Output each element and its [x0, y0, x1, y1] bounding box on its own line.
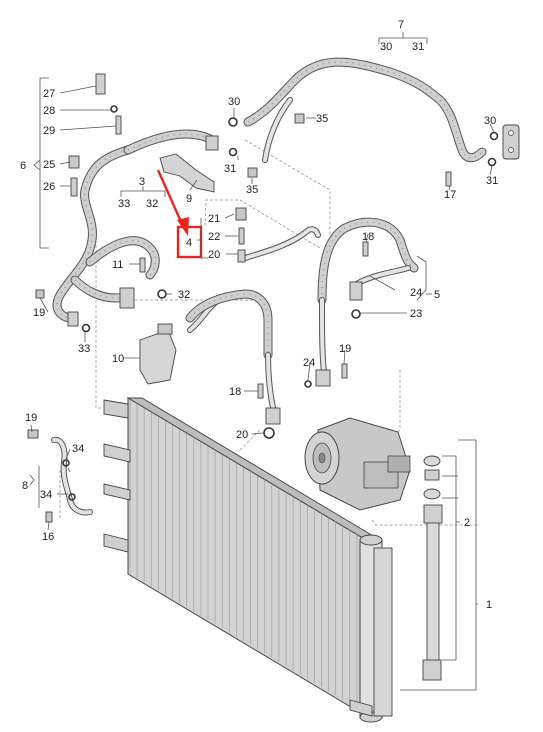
callout-27: 27	[43, 88, 55, 100]
callout-4: 4	[186, 237, 192, 249]
callout-23: 23	[410, 308, 422, 320]
callout-8: 8	[22, 480, 28, 492]
o-ring-34b	[68, 493, 76, 501]
cap-21	[235, 207, 247, 221]
callout-11: 11	[112, 259, 123, 271]
bolt-19b	[341, 363, 348, 379]
o-ring-32	[157, 289, 167, 299]
nut-35a	[294, 113, 305, 124]
callout-2: 2	[464, 517, 470, 529]
hose-texture	[127, 133, 213, 151]
o-ring-30b	[489, 131, 499, 141]
callout-35b: 35	[246, 184, 258, 196]
cap-25	[68, 155, 80, 169]
o-ring-20b	[263, 427, 275, 439]
callout-32b: 32	[178, 289, 190, 301]
callout-19a: 19	[33, 307, 45, 319]
bolt-17	[445, 171, 452, 187]
valve-core-29	[115, 115, 122, 135]
callout-19b: 19	[339, 343, 351, 355]
callout-30a: 30	[380, 41, 392, 53]
o-ring-31b	[487, 157, 497, 167]
o-ring-34a	[62, 459, 70, 467]
bolt-18b	[257, 383, 264, 399]
receiver-dryer-icon	[422, 455, 443, 681]
callout-labels: 7 30 31 27 28 29 6 25 26 30 35 31 35 30 …	[20, 19, 498, 611]
fitting-33	[67, 311, 79, 327]
callout-5: 5	[434, 289, 440, 301]
callout-28: 28	[43, 105, 55, 117]
o-ring-31a	[228, 147, 238, 157]
o-ring-23	[351, 309, 361, 319]
bracket-30	[502, 124, 520, 160]
callout-16: 16	[42, 531, 54, 543]
bolt-19c	[27, 429, 39, 439]
callout-32a: 32	[146, 198, 158, 210]
callout-10: 10	[112, 353, 124, 365]
callout-31a: 31	[412, 41, 424, 53]
callout-22: 22	[208, 231, 220, 243]
callout-21: 21	[208, 213, 220, 225]
callout-33b: 33	[78, 343, 90, 355]
callout-29: 29	[43, 125, 55, 137]
fitting-24b	[315, 369, 331, 387]
nut-35b	[247, 167, 258, 178]
o-ring-30a	[228, 117, 238, 127]
callout-18b: 18	[229, 386, 241, 398]
callout-34a: 34	[72, 443, 84, 455]
bracket-10b	[157, 323, 173, 335]
callout-20b: 20	[236, 429, 248, 441]
o-ring-24b	[304, 380, 312, 388]
refrigerant-lines	[51, 57, 487, 516]
callout-24a: 24	[410, 287, 422, 299]
bolt-19a	[35, 289, 45, 299]
valve-26	[70, 177, 78, 197]
condenser-icon	[103, 397, 393, 723]
small-parts	[27, 73, 520, 523]
o-ring-28	[110, 105, 118, 113]
callout-31c: 31	[486, 175, 498, 187]
fitting-32	[119, 287, 135, 309]
bolt-18a	[362, 241, 369, 257]
callout-24b: 24	[303, 357, 315, 369]
callout-3: 3	[139, 176, 145, 188]
callout-20a: 20	[208, 249, 220, 261]
leader-lines	[29, 32, 495, 691]
fitting-23	[349, 281, 363, 301]
callout-17: 17	[444, 189, 456, 201]
bolt-11	[139, 257, 146, 273]
callout-26: 26	[43, 181, 55, 193]
callout-19c: 19	[25, 412, 37, 424]
callout-6: 6	[20, 160, 26, 172]
callout-31b: 31	[224, 163, 236, 175]
callout-25: 25	[43, 159, 55, 171]
o-ring-33	[81, 323, 91, 333]
bolt-16	[45, 511, 53, 523]
valve-22	[238, 227, 245, 245]
callout-18a: 18	[362, 231, 374, 243]
callout-33a: 33	[118, 198, 130, 210]
bracket-9	[159, 153, 215, 193]
callout-7: 7	[398, 19, 404, 31]
callout-9: 9	[186, 193, 192, 205]
hose-texture	[74, 279, 131, 299]
callout-30b: 30	[228, 96, 240, 108]
pressure-switch-27	[95, 73, 106, 95]
callout-30c: 30	[484, 115, 496, 127]
hose-texture	[321, 221, 415, 301]
fitting-9b	[205, 135, 219, 151]
port-20	[237, 249, 246, 263]
compressor-icon	[304, 417, 411, 511]
fitting-20b	[265, 407, 281, 425]
callout-34b: 34	[40, 489, 52, 501]
assembly-guide-lines	[59, 139, 480, 526]
clamp-10	[139, 329, 177, 385]
callout-1: 1	[486, 599, 492, 611]
callout-35a: 35	[316, 113, 328, 125]
